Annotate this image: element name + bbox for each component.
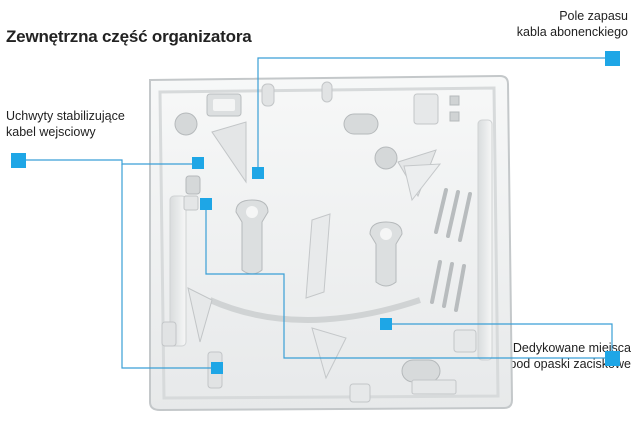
leader-cable-ties-left [205,204,612,359]
label-cable-reserve-line1: Pole zapasu [559,9,628,23]
label-cable-ties: Dedykowane miejsca pod opaski zaciskowe [476,340,631,372]
leader-lines [18,57,613,369]
leader-cable-ties-right [386,323,613,358]
label-cable-reserve: Pole zapasu kabla abonenckiego [498,8,628,40]
marker-cable-tie-right [380,318,392,330]
label-cable-holders-line1: Uchwyty stabilizujące [6,109,125,123]
markers [11,51,620,374]
marker-cable-tie-left [200,198,212,210]
label-cable-ties-line1: Dedykowane miejsca [512,341,631,355]
organizer-plate [149,74,514,412]
marker-cable-reserve-point [252,167,264,179]
leader-cable-holders-top [18,159,198,165]
label-cable-reserve-line2: kabla abonenckiego [516,25,628,39]
leader-cable-reserve [257,57,612,172]
marker-cable-reserve [605,51,620,66]
page-title: Zewnętrzna część organizatora [6,27,252,46]
marker-cable-ties [605,351,620,366]
leader-cable-holders-bottom [121,164,217,369]
label-cable-holders: Uchwyty stabilizujące kabel wejsciowy [6,108,125,140]
marker-cable-holders [11,153,26,168]
marker-cable-holder-top [192,157,204,169]
label-cable-ties-line2: pod opaski zaciskowe [509,357,631,371]
label-cable-holders-line2: kabel wejsciowy [6,125,96,139]
marker-cable-holder-bottom [211,362,223,374]
